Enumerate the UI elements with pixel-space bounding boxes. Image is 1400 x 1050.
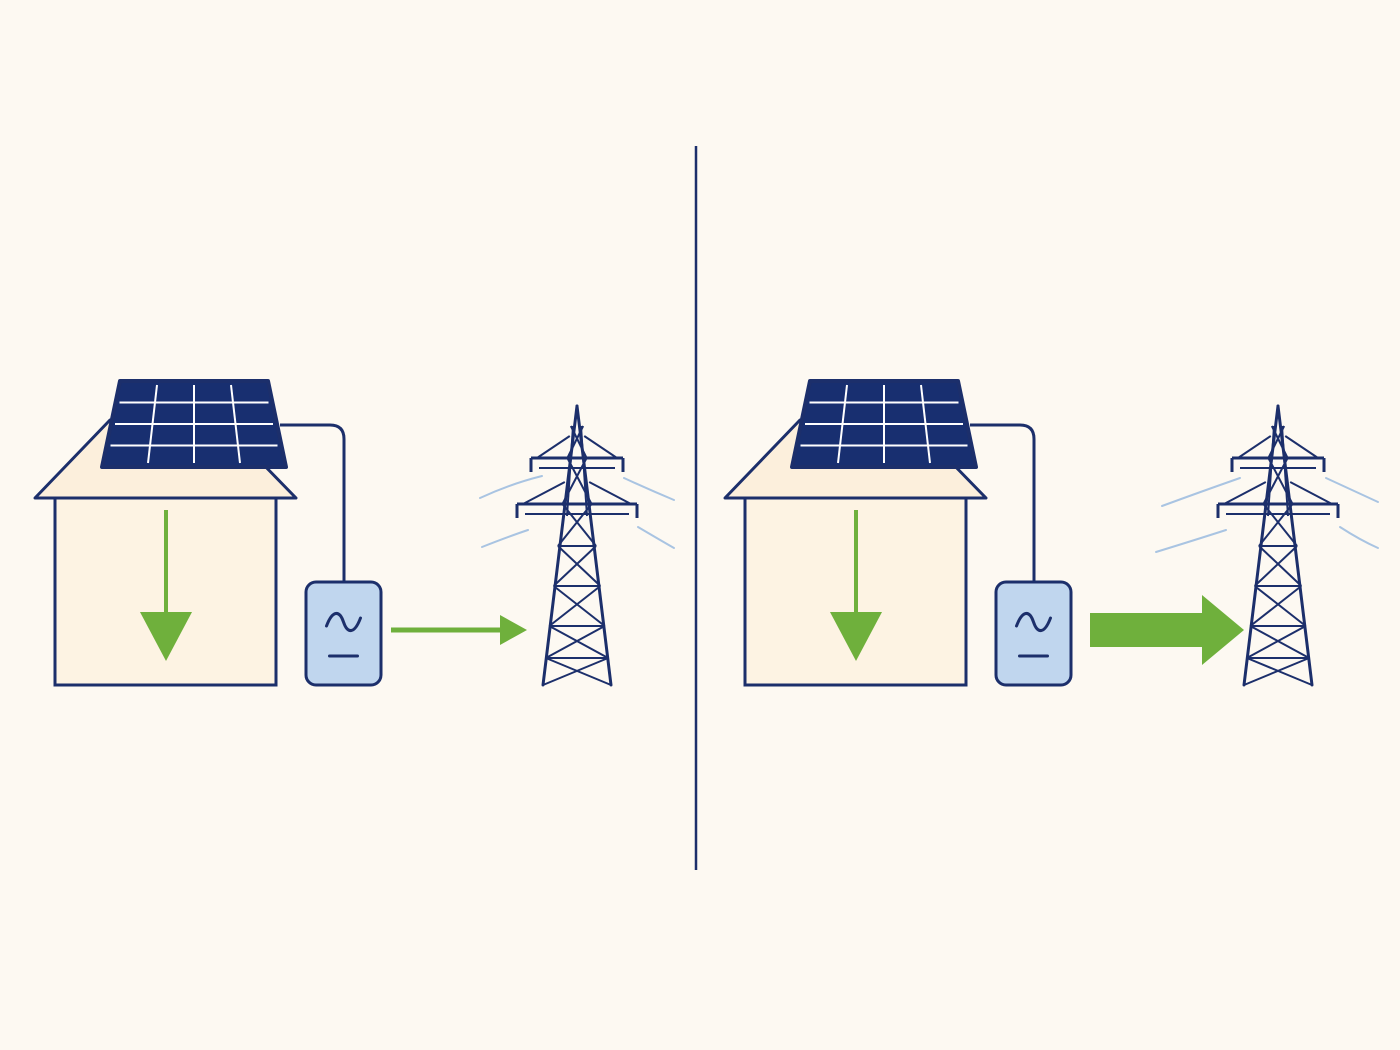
tower-lattice: [561, 457, 588, 505]
tower-lattice: [545, 625, 606, 659]
tower-lattice: [1246, 657, 1313, 686]
tower-brace: [1284, 435, 1319, 459]
tower-brace: [583, 435, 618, 459]
transmission-tower-icon: [515, 404, 639, 687]
tower-lattice: [1267, 425, 1286, 459]
ac-sine-icon: [1015, 612, 1052, 632]
tower-lattice: [561, 503, 597, 547]
tower-inner-line: [580, 425, 588, 517]
inverter-box: [994, 580, 1073, 687]
panel-cable: [280, 423, 346, 582]
tower-brace: [1223, 481, 1267, 505]
inverter-box: [304, 580, 383, 687]
tower-inner-line: [1267, 425, 1275, 517]
tower-lattice: [542, 657, 609, 686]
export-arrow-head: [500, 615, 527, 645]
power-line: [1155, 529, 1227, 553]
tower-brace: [588, 481, 632, 505]
tower-lattice: [548, 625, 609, 659]
tower-lattice: [1249, 625, 1310, 659]
inverter-icon: [304, 580, 383, 687]
ac-sine-icon: [325, 612, 362, 632]
tower-brace: [536, 435, 571, 459]
tower-lattice: [1253, 545, 1298, 587]
tower-lattice: [545, 657, 612, 686]
export-arrow-icon: [1090, 595, 1244, 665]
panel-cable: [970, 423, 1036, 582]
tower-lattice: [557, 503, 593, 547]
tower-lattice: [569, 425, 588, 459]
tower-lattice: [1254, 585, 1307, 627]
tower-brace: [522, 481, 566, 505]
consumption-arrow-head: [830, 612, 882, 661]
tower-lattice: [566, 457, 593, 505]
tower-brace: [1237, 435, 1272, 459]
power-line: [637, 526, 675, 549]
scene-left: [33, 379, 675, 687]
tower-lattice: [566, 425, 585, 459]
tower-lattice: [548, 585, 601, 627]
consumption-arrow-icon: [140, 510, 192, 661]
tower-lattice: [552, 545, 597, 587]
export-arrow-shaft: [1090, 613, 1204, 647]
consumption-arrow-head: [140, 612, 192, 661]
tower-lattice: [1258, 503, 1294, 547]
power-line: [1161, 477, 1241, 507]
tower-lattice: [1243, 657, 1310, 686]
export-arrow-head: [1202, 595, 1244, 665]
power-line: [1325, 477, 1379, 503]
consumption-arrow-icon: [830, 510, 882, 661]
tower-lattice: [557, 545, 602, 587]
tower-lattice: [1258, 545, 1303, 587]
scene-right: [723, 379, 1379, 687]
transmission-tower-icon: [1216, 404, 1340, 687]
tower-inner-line: [1281, 425, 1289, 517]
power-line: [623, 477, 675, 501]
tower-lattice: [1262, 503, 1298, 547]
tower-lattice: [1262, 457, 1289, 505]
inverter-icon: [994, 580, 1073, 687]
export-arrow-icon: [391, 615, 527, 645]
tower-inner-line: [566, 425, 574, 517]
power-line: [481, 529, 529, 548]
tower-lattice: [1249, 585, 1302, 627]
tower-lattice: [1270, 425, 1289, 459]
tower-brace: [1289, 481, 1333, 505]
solar-panel-icon: [790, 379, 978, 469]
tower-lattice: [1267, 457, 1294, 505]
power-line: [1339, 526, 1379, 549]
solar-panel-icon: [100, 379, 288, 469]
power-line: [479, 475, 543, 499]
tower-lattice: [1246, 625, 1307, 659]
tower-lattice: [553, 585, 606, 627]
